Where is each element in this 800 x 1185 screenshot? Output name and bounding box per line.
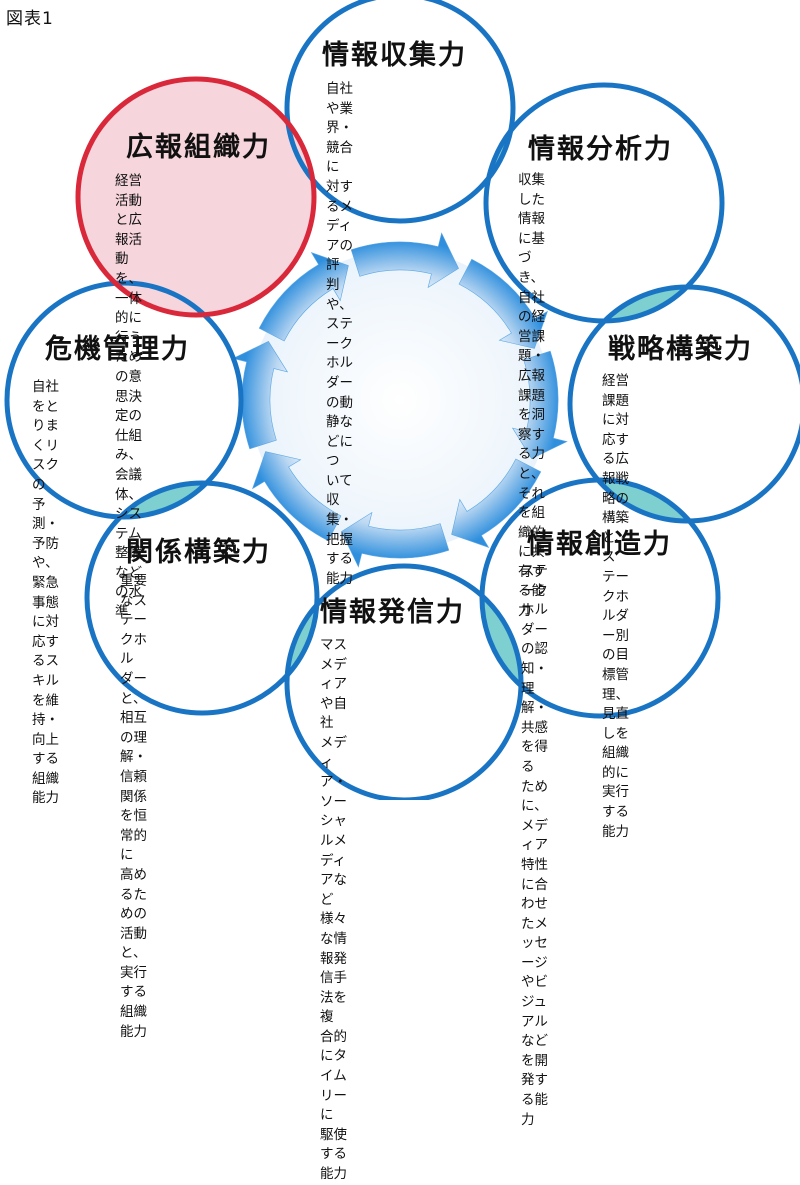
cycle-arrow [258,252,349,342]
circle-text-analyze: 収集した情報に基づき、 自社の経営課題・広報 課題を洞察する力と、 それを組織的… [518,172,545,620]
circle-ring-collect [284,0,516,224]
cycle-arrow [511,350,568,459]
circle-title-crisis: 危機管理力 [45,334,190,365]
circle-text-relation: 重要なステークホル ダーと、相互の理解・ 信頼関係を恒常的に 高めるための活動と… [120,573,147,1040]
cycle-arrow [458,258,548,349]
circle-text-strategy: 経営課題に対応する広 報戦略の構築と、ス テークホルダー別の目 標管理、見直しを… [602,373,629,840]
circle-title-org: 広報組織力 [126,132,271,163]
cycle-arrow [252,451,342,542]
circle-text-org: 経営活動と広報活動を、 一体的に行うための意 思決定の仕組み、会議 体、システム… [115,173,142,621]
cycle-arrow [232,341,289,450]
circle-title-analyze: 情報分析力 [528,134,673,165]
diagram-canvas [4,0,800,800]
cycle-arrow [451,458,542,548]
pr-capability-diagram: 図表1 情報収集力 自社や業界・競合に 対するメディアの評 判や、ステークホル … [4,0,800,1182]
circle-ring-relation [84,480,320,716]
circle-text-collect: 自社や業界・競合に 対するメディアの評 判や、ステークホル ダーの動静などにつ … [326,81,353,587]
cycle-arrow [350,232,459,289]
circle-ring-crisis [4,280,244,520]
cycle-arrow [341,511,450,568]
cycle-center [250,250,550,550]
circle-title-create: 情報創造力 [527,529,672,560]
circle-text-create: ステークホルダーの認 知・理解・共感を得る ために、メディア特性 に合わせたメッ… [521,563,548,1128]
figure-label: 図表1 [6,9,54,29]
circle-title-collect: 情報収集力 [322,40,467,71]
circle-title-relation: 関係構築力 [126,537,271,568]
circle-text-send: マスメディアや自社 メディア・ソーシャ ルメディアなど様々 な情報発信手法を複 … [320,637,347,1183]
circle-fill-org [78,79,314,315]
circle-ring-org [75,76,317,318]
circle-ring-send [284,563,524,800]
circle-title-strategy: 戦略構築力 [608,334,753,365]
circle-title-send: 情報発信力 [320,597,465,628]
circle-text-crisis: 自社をとりまくリスクの 予測・予防や、緊急事態 に対応するスキルを維 持・向上す… [32,379,59,807]
